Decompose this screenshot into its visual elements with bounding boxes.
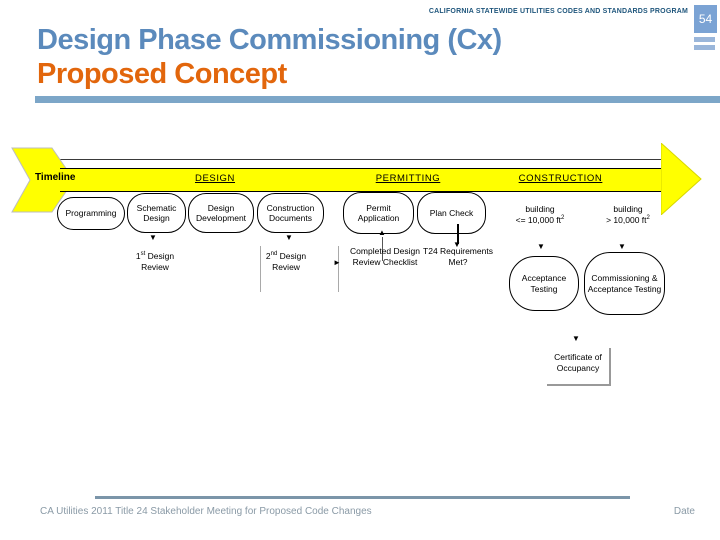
condition-large-building: building > 10,000 ft2: [592, 204, 664, 226]
condition-text: <= 10,000 ft2: [504, 215, 576, 226]
phase-label-construction: CONSTRUCTION: [518, 173, 603, 184]
down-arrow-icon: ▼: [572, 334, 580, 343]
stage-design-development: Design Development: [188, 193, 254, 233]
stage-certificate-of-occupancy: Certificate of Occupancy: [547, 348, 611, 386]
milestone-first-design-review: 1st Design Review: [124, 251, 186, 273]
milestone-text: 2: [265, 251, 271, 261]
milestone-text: Design Review: [272, 251, 307, 273]
ordinal-superscript: st: [140, 251, 146, 258]
down-arrow-icon: ▼: [285, 233, 293, 242]
footer-caption: CA Utilities 2011 Title 24 Stakeholder M…: [40, 506, 372, 517]
page-number-badge: 54: [694, 5, 717, 33]
decorative-bar: [694, 45, 715, 50]
squared-superscript: 2: [646, 215, 650, 222]
arrow-stem: [382, 237, 383, 261]
up-arrow-icon: ▲: [378, 228, 386, 237]
title-underline-rule: [35, 96, 720, 103]
condition-text: building: [525, 204, 555, 214]
timeline-arrowhead-icon: [661, 143, 702, 215]
milestone-text: 1: [135, 251, 141, 261]
milestone-second-design-review: 2nd Design Review: [254, 251, 318, 273]
right-arrow-icon: ►: [333, 258, 341, 267]
slide-title-line1: Design Phase Commissioning (Cx): [37, 24, 502, 56]
slide-title-line2: Proposed Concept: [37, 58, 287, 90]
arrow-stem: [457, 224, 459, 244]
phase-label-permitting: PERMITTING: [375, 173, 441, 184]
stage-schematic-design: Schematic Design: [127, 193, 186, 233]
down-arrow-icon: ▼: [453, 240, 461, 249]
stage-plan-check: Plan Check: [417, 192, 486, 234]
footer-date: Date: [673, 506, 695, 517]
condition-value: <= 10,000 ft: [515, 215, 562, 226]
condition-text: > 10,000 ft2: [592, 215, 664, 226]
milestone-completed-checklist: Completed Design Review Checklist: [350, 246, 420, 268]
milestone-text: Design Review: [141, 251, 175, 273]
condition-value: > 10,000 ft: [606, 215, 647, 226]
down-arrow-icon: ▼: [537, 242, 545, 251]
ordinal-superscript: nd: [270, 251, 278, 258]
timeline-start-chevron-icon: [11, 147, 75, 213]
program-banner: CALIFORNIA STATEWIDE UTILITIES CODES AND…: [428, 8, 688, 15]
stage-programming: Programming: [57, 197, 125, 230]
stage-acceptance-testing: Acceptance Testing: [509, 256, 579, 311]
milestone-t24-requirements: T24 Requirements Met?: [423, 246, 493, 268]
timeline-label: Timeline: [35, 172, 76, 183]
squared-superscript: 2: [561, 215, 565, 222]
stage-construction-documents: Construction Documents: [257, 193, 324, 233]
footer-rule: [95, 496, 630, 499]
decorative-bar: [694, 37, 715, 42]
stage-permit-application: Permit Application: [343, 192, 414, 234]
condition-small-building: building <= 10,000 ft2: [504, 204, 576, 226]
timeline-band: [60, 168, 662, 192]
down-arrow-icon: ▼: [618, 242, 626, 251]
down-arrow-icon: ▼: [149, 233, 157, 242]
phase-label-design: DESIGN: [194, 173, 236, 184]
condition-text: building: [613, 204, 643, 214]
divider-line: [338, 246, 339, 292]
diagram-top-border: [56, 159, 662, 160]
divider-line: [260, 246, 261, 292]
stage-commissioning-acceptance-testing: Commissioning & Acceptance Testing: [584, 252, 665, 315]
